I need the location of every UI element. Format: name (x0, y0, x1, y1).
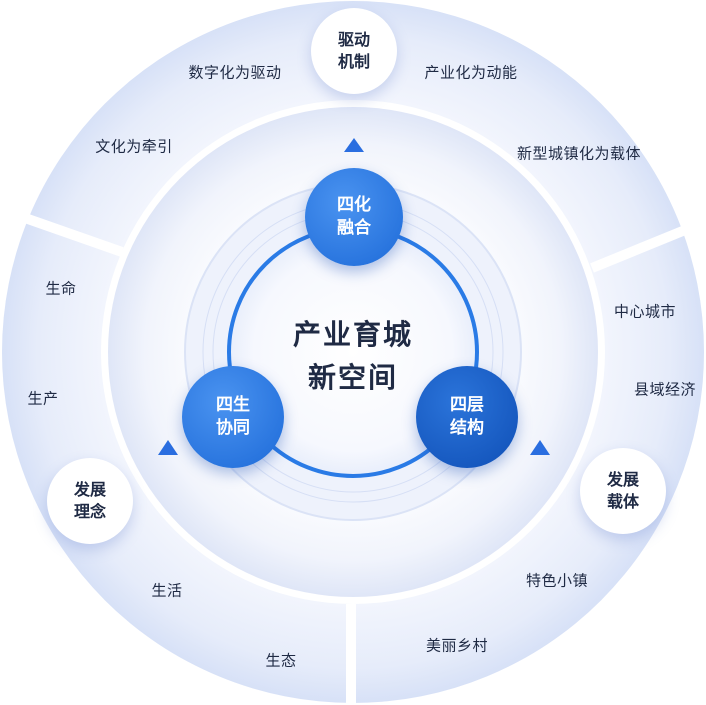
node-four-layer-structure-line1: 四层 (450, 395, 484, 416)
node-four-life-synergy-line1: 四生 (216, 395, 250, 416)
arrow-triangle-top (344, 138, 364, 152)
center-title: 产业育城 新空间 (273, 313, 433, 400)
node-four-integration-line2: 融合 (337, 218, 371, 238)
node-four-layer-structure-line2: 结构 (450, 418, 484, 438)
node-development-concept-line1: 发展 (73, 480, 106, 500)
label-living: 生活 (151, 581, 183, 600)
label-beautiful-village: 美丽乡村 (425, 636, 489, 655)
node-development-concept-line2: 理念 (73, 502, 106, 521)
node-development-carrier-line2: 载体 (606, 492, 639, 511)
label-central-city: 中心城市 (613, 302, 677, 321)
node-driving-mechanism: 驱动 机制 (311, 8, 397, 94)
node-development-carrier-line1: 发展 (606, 470, 639, 490)
label-characteristic-town: 特色小镇 (525, 571, 589, 590)
label-production: 生产 (27, 389, 59, 408)
label-new-urbanization-carrier: 新型城镇化为载体 (516, 144, 642, 163)
node-four-integration: 四化 融合 (305, 168, 403, 266)
arrow-triangle-left (158, 440, 178, 455)
ring-separator-left (6, 207, 124, 257)
label-ecology: 生态 (265, 651, 297, 670)
label-county-economy: 县域经济 (633, 380, 697, 399)
arrow-triangle-right (530, 440, 550, 455)
center-title-line1: 产业育城 (292, 318, 413, 351)
label-industrialization-momentum: 产业化为动能 (424, 63, 518, 82)
node-four-life-synergy: 四生 协同 (182, 366, 284, 468)
center-title-line2: 新空间 (307, 361, 398, 395)
node-development-carrier: 发展 载体 (580, 448, 666, 534)
node-driving-mechanism-line2: 机制 (337, 52, 370, 71)
node-four-integration-line1: 四化 (337, 195, 371, 216)
ring-separator-right (590, 223, 692, 273)
node-four-layer-structure: 四层 结构 (416, 366, 518, 468)
label-digitalization-driver: 数字化为驱动 (188, 63, 282, 82)
label-culture-traction: 文化为牵引 (95, 137, 173, 156)
node-driving-mechanism-line1: 驱动 (337, 30, 370, 50)
node-development-concept: 发展 理念 (47, 458, 133, 544)
node-four-life-synergy-line2: 协同 (216, 418, 250, 438)
label-life: 生命 (45, 279, 77, 298)
